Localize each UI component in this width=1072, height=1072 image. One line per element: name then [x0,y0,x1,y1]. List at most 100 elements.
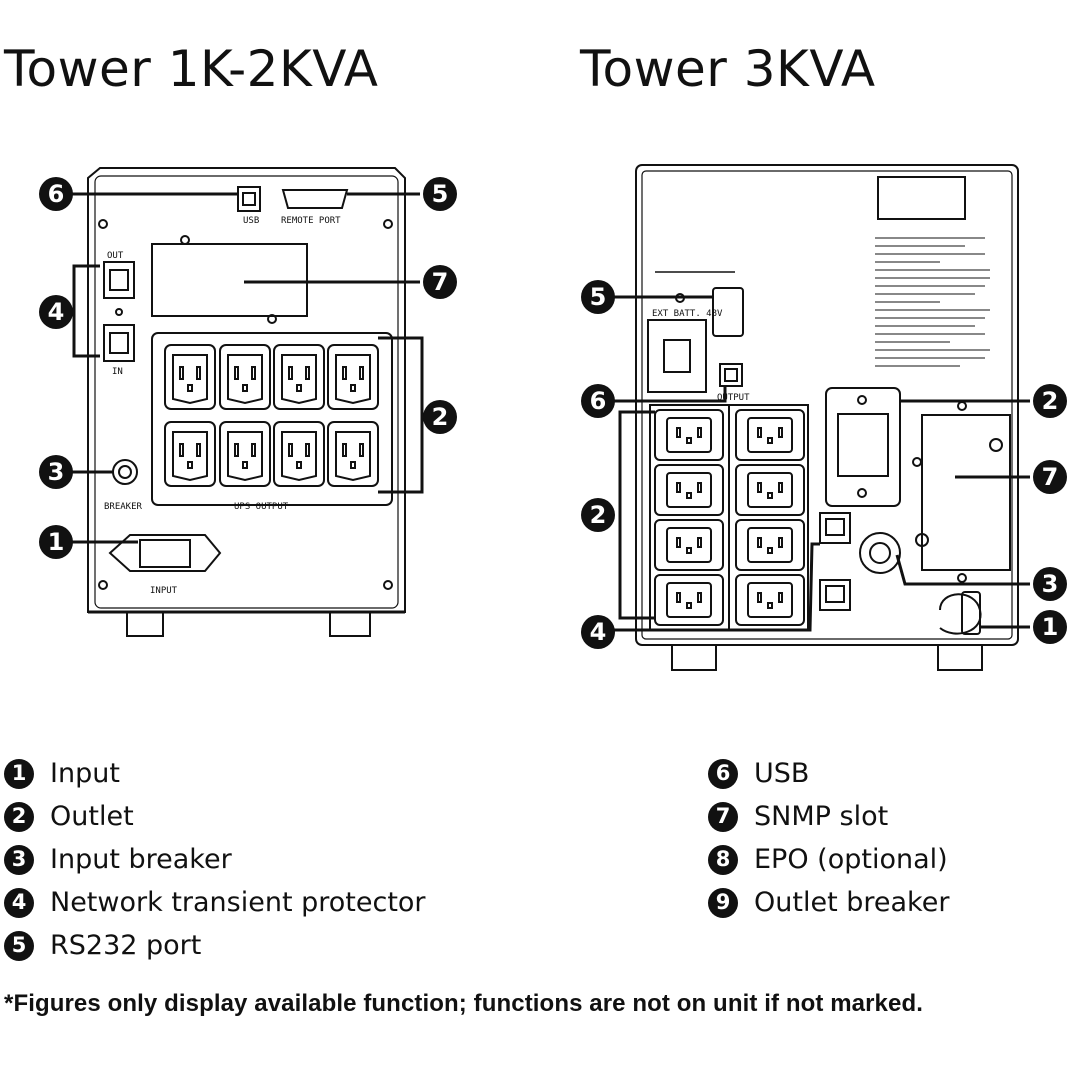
callout-badge: 1 [1033,610,1067,644]
usb-port [237,186,261,212]
breaker-3kva [859,532,901,574]
callout-badge: 6 [581,384,615,418]
callout-badge: 5 [423,177,457,211]
callout-number: 6 [590,387,607,415]
legend-item-outlet-breaker: 9 Outlet breaker [708,881,949,924]
callout-number: 4 [590,618,607,646]
callout-badge: 3 [39,455,73,489]
footnote: *Figures only display available function… [4,990,923,1017]
title-tower-1k-2kva: Tower 1K-2KVA [4,40,379,98]
number-2-badge: 2 [4,801,34,832]
ups-output-frame [151,332,393,506]
callout-number: 3 [48,458,65,486]
right-unit [635,164,1019,671]
left-unit [87,167,406,637]
label-plate [877,176,966,220]
right-unit-body [635,164,1019,646]
usb-port-3kva [719,363,743,387]
power-cord [939,593,982,635]
legend-label: Input [50,758,120,789]
legend-label: Input breaker [50,844,232,875]
ext-batt-connector [647,319,707,393]
outlet-socket [735,574,805,626]
left-foot [126,612,164,637]
callout-number: 3 [1042,570,1059,598]
out-label: OUT [107,251,124,261]
callout-number: 6 [48,180,65,208]
breaker [112,459,138,485]
legend-item-network-protector: 4 Network transient protector [4,881,426,924]
callout-badge: 7 [1033,460,1067,494]
breaker-label: BREAKER [104,502,143,512]
number-5-badge: 5 [4,930,34,961]
callout-number: 4 [48,298,65,326]
outlet-socket [654,409,724,461]
outlet-socket [654,519,724,571]
right-foot [329,612,371,637]
outlet-socket [327,421,379,487]
legend-left: 1 Input 2 Outlet 3 Input breaker 4 Network t… [4,752,426,967]
outlet-socket [654,464,724,516]
legend-label: EPO (optional) [754,844,948,875]
outlet-socket [219,344,271,410]
legend-label: RS232 port [50,930,202,961]
network-jack-top [819,512,851,544]
legend-label: Outlet [50,801,134,832]
legend-item-rs232: 5 RS232 port [4,924,426,967]
outlet-socket [273,421,325,487]
outlet-socket [164,421,216,487]
callout-number: 2 [1042,387,1059,415]
outlet-socket [327,344,379,410]
callout-badge: 2 [581,498,615,532]
snmp-slot-3kva [921,414,1011,571]
callout-badge: 4 [581,615,615,649]
callout-number: 1 [1042,613,1059,641]
legend-item-snmp: 7 SNMP slot [708,795,949,838]
number-4-badge: 4 [4,887,34,918]
network-in-jack [103,324,135,362]
ext-batt-label: EXT BATT. 48V [652,309,723,319]
network-out-jack [103,261,135,299]
legend-item-outlet: 2 Outlet [4,795,426,838]
legend-item-input: 1 Input [4,752,426,795]
callout-badge: 7 [423,265,457,299]
number-7-badge: 7 [708,801,738,832]
number-1-badge: 1 [4,758,34,789]
legend-item-input-breaker: 3 Input breaker [4,838,426,881]
outlet-socket [164,344,216,410]
rs232-port [712,287,744,337]
number-3-badge: 3 [4,844,34,875]
number-6-badge: 6 [708,758,738,789]
warning-text-block [875,237,990,367]
output-label: OUTPUT [717,393,750,403]
outlet-socket [735,464,805,516]
rear-panel-diagrams: USB REMOTE PORT OUT IN BREAKER UPS OUTPU… [39,164,1067,671]
legend-label: SNMP slot [754,801,889,832]
right-leader-lines [612,295,1030,632]
right-outlet-array [654,409,805,626]
remote-port [281,189,349,209]
callout-number: 2 [432,403,449,431]
legend-label: Outlet breaker [754,887,950,918]
callout-badge: 2 [1033,384,1067,418]
outlet-socket [273,344,325,410]
callout-badge: 4 [39,295,73,329]
callout-number: 5 [432,180,449,208]
snmp-slot [151,243,308,317]
number-9-badge: 9 [708,887,738,918]
left-leader-lines [72,192,428,544]
outlet-socket [219,421,271,487]
callout-number: 2 [590,501,607,529]
ups-output-label: UPS OUTPUT [234,502,289,512]
right-right-foot [937,645,983,671]
callout-number: 7 [432,268,449,296]
right-left-foot [671,645,717,671]
callout-number: 7 [1042,463,1059,491]
usb-label: USB [243,216,259,226]
legend-label: Network transient protector [50,887,426,918]
callout-number: 1 [48,528,65,556]
